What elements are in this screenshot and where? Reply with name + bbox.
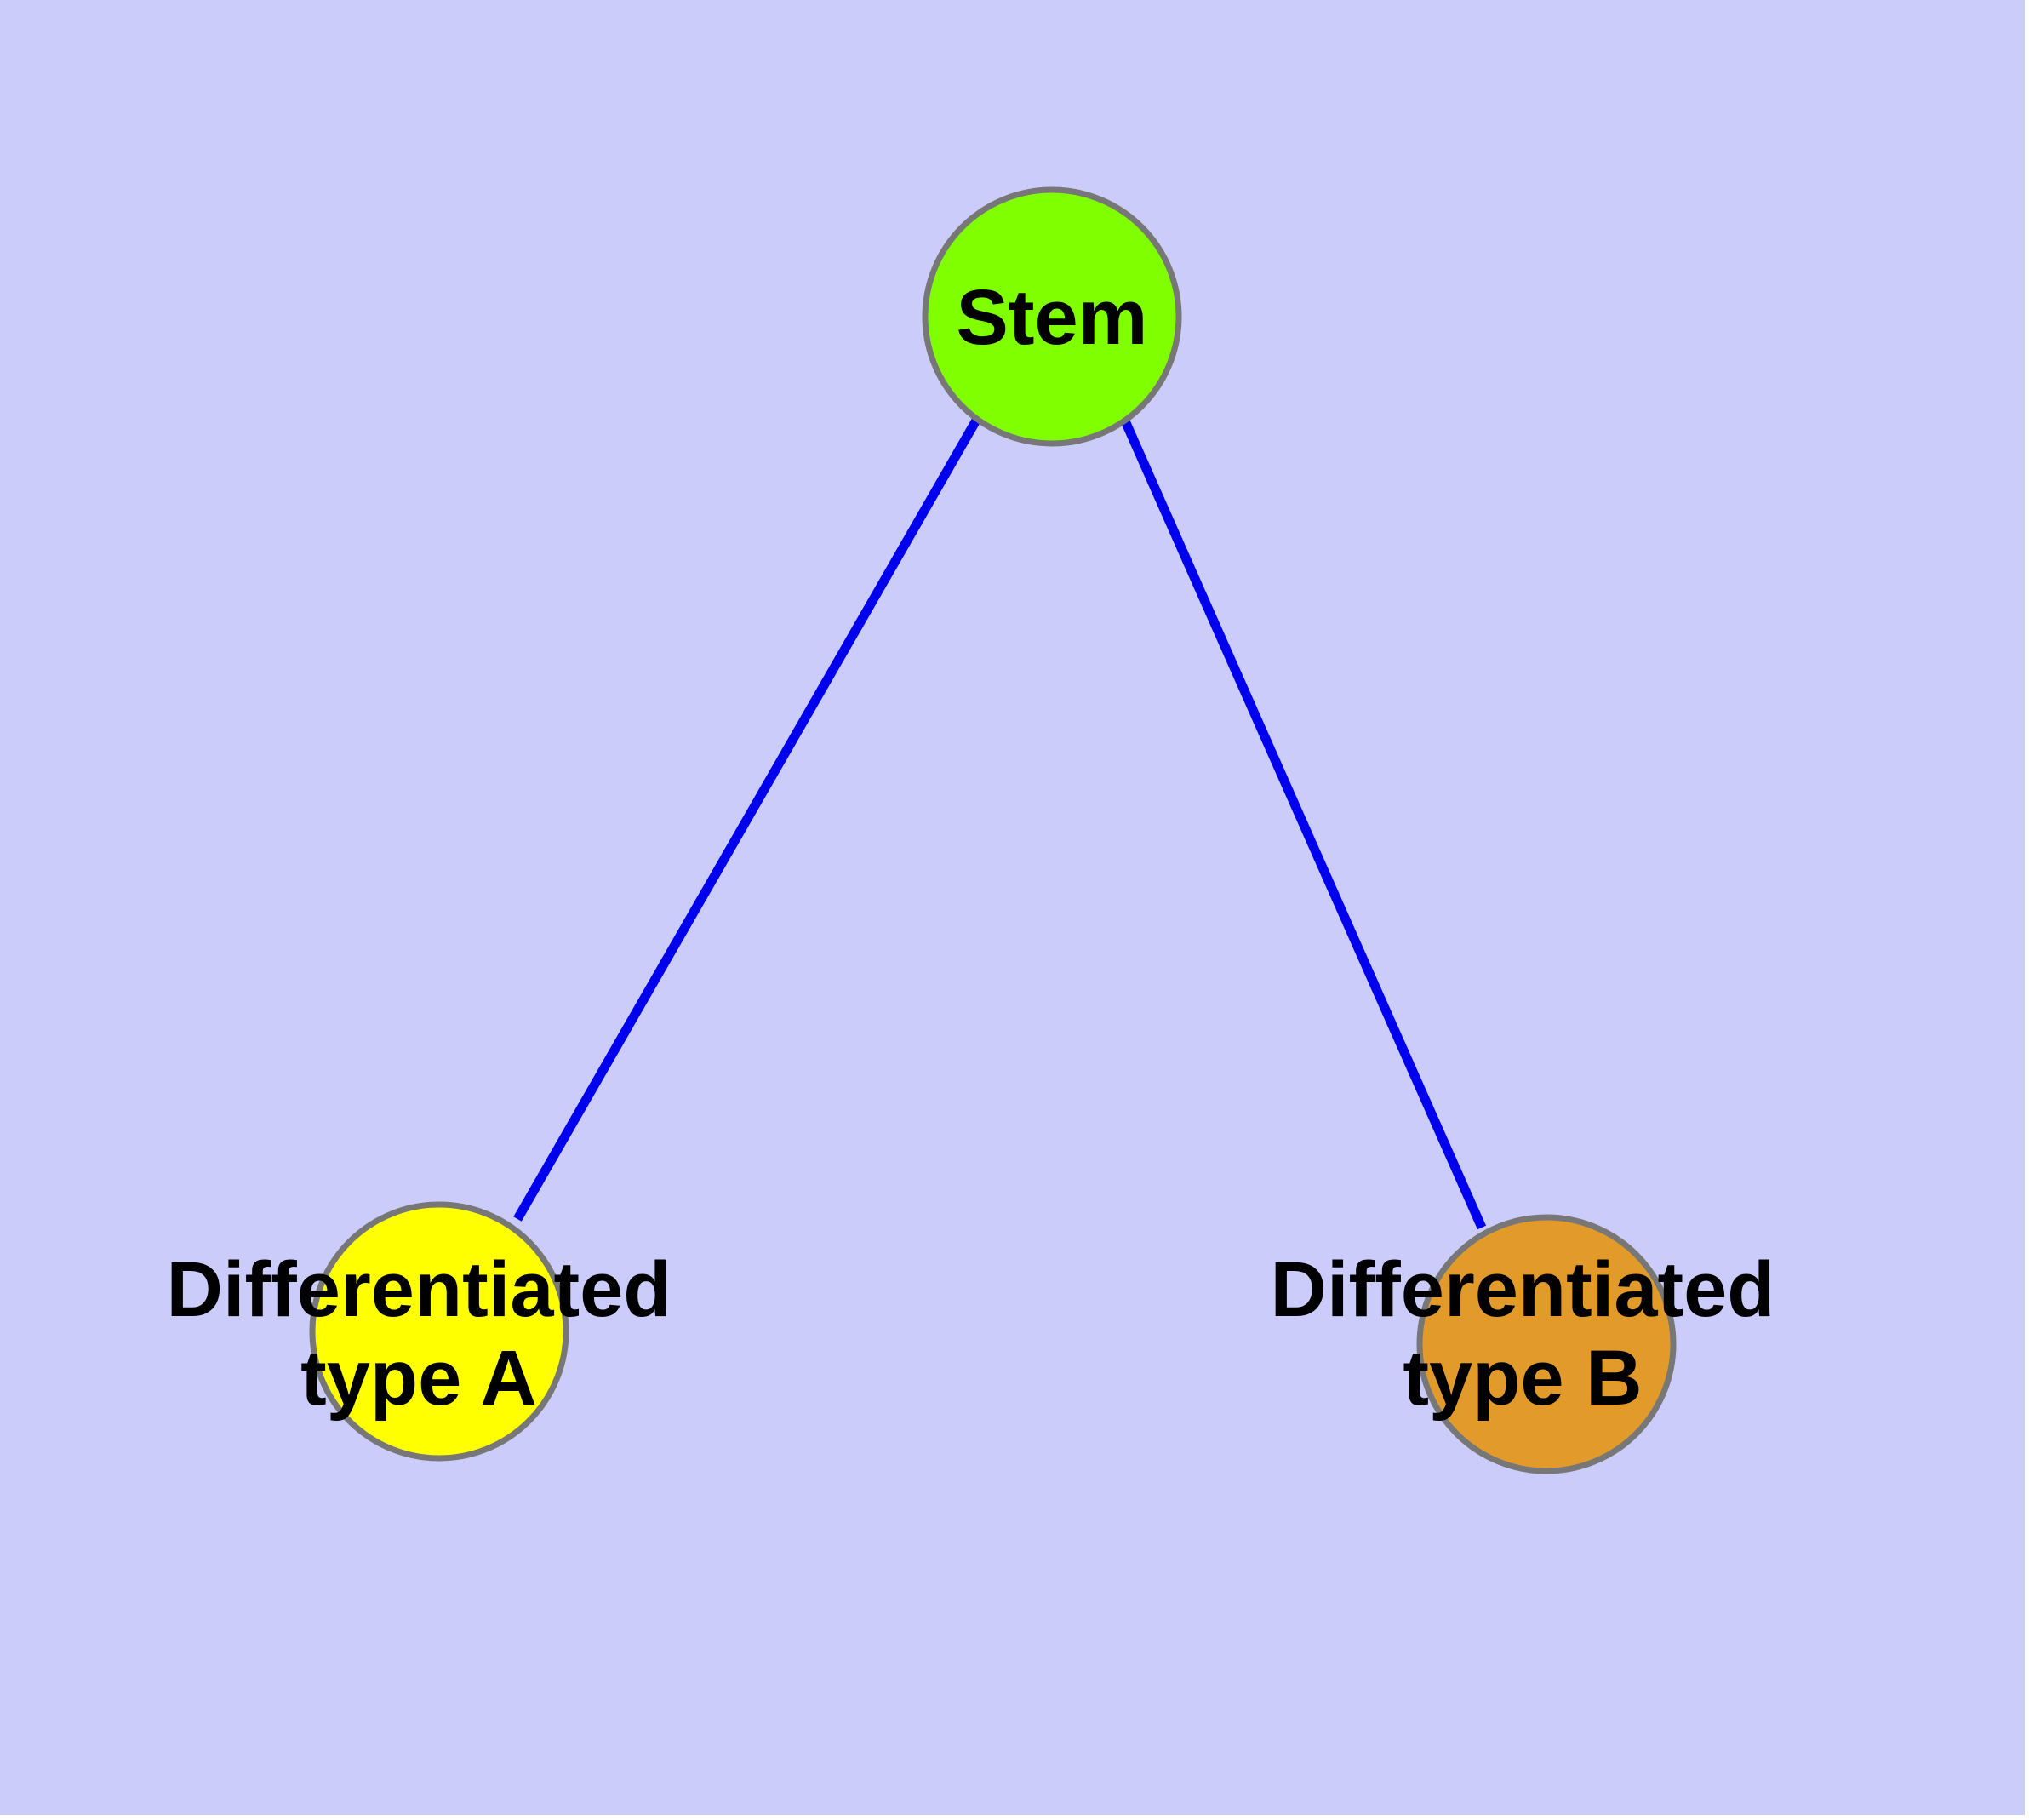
node-stem-circle[interactable] [922, 186, 1182, 447]
label-line: Differentiated [1271, 1246, 1775, 1333]
node-stem[interactable] [922, 186, 1182, 447]
node-differentiated-type-b-circle[interactable] [1416, 1214, 1677, 1474]
label-line: Differentiated [167, 1246, 672, 1333]
node-layer [309, 186, 1677, 1474]
node-stem-label: Stem [957, 274, 1148, 361]
node-differentiated-type-b[interactable] [1416, 1214, 1677, 1474]
node-differentiated-type-a[interactable] [309, 1201, 569, 1462]
node-differentiated-type-a-circle[interactable] [309, 1201, 569, 1462]
label-line: type A [300, 1335, 537, 1422]
label-line: type B [1403, 1335, 1642, 1422]
edge-stem-to-differentiated-type-b[interactable] [1118, 415, 1487, 1230]
label-line: Stem [957, 274, 1148, 361]
edge-layer [513, 415, 1487, 1230]
edge-stem-to-differentiated-type-a[interactable] [513, 416, 981, 1222]
